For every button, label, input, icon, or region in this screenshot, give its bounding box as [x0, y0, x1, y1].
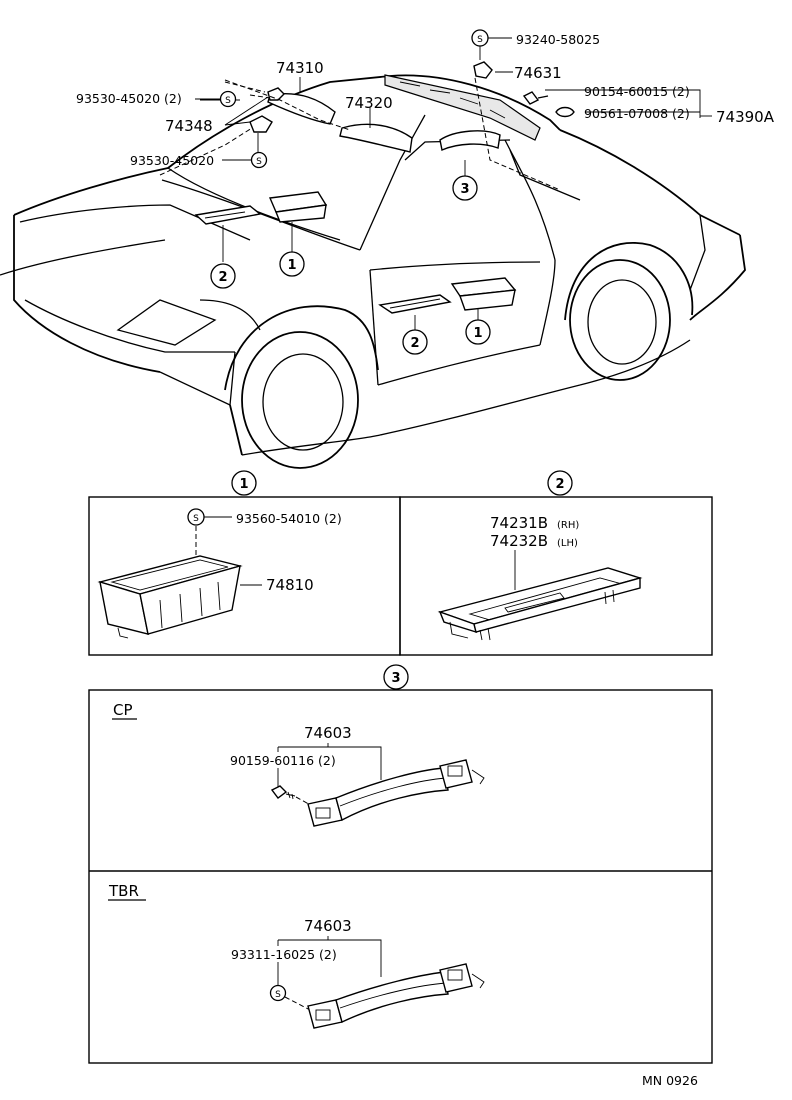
label-74320: 74320	[345, 94, 393, 112]
label-93311: 93311-16025 (2)	[231, 947, 337, 962]
label-rh: (RH)	[557, 520, 579, 531]
courtesy-lamp-part	[437, 567, 643, 641]
s-icon	[250, 151, 268, 169]
detail-section-3: 3 CP 74603 90159-60116 (2) TBR 74603	[88, 664, 713, 1064]
detail-section-1-2: 1 2 S 93560-54010 (2) 74810 74231B (RH) …	[88, 470, 713, 656]
label-74631: 74631	[514, 64, 562, 82]
label-90159: 90159-60116 (2)	[230, 753, 336, 768]
svg-text:1: 1	[287, 258, 296, 273]
top-labels: S 93240-58025 74631 74310 93530-45020 (2…	[76, 29, 775, 355]
svg-text:S: S	[193, 514, 199, 524]
svg-text:2: 2	[410, 336, 419, 351]
label-cp-74603: 74603	[304, 724, 352, 742]
label-74310: 74310	[276, 59, 324, 77]
cp-assist-grip	[307, 759, 485, 827]
tbr-assist-grip	[307, 963, 485, 1029]
callout-1-heading	[231, 470, 257, 496]
label-74232b: 74232B	[490, 532, 548, 550]
label-74231b: 74231B	[490, 514, 548, 532]
svg-text:S: S	[477, 35, 483, 45]
footer-code: MN 0926	[642, 1073, 698, 1088]
svg-text:2: 2	[218, 270, 227, 285]
cp-screw	[270, 785, 296, 800]
s-icon	[219, 90, 237, 108]
label-93240: 93240-58025	[516, 32, 600, 47]
label-tbr-74603: 74603	[304, 917, 352, 935]
svg-text:1: 1	[473, 326, 482, 341]
svg-text:1: 1	[239, 477, 248, 492]
svg-text:2: 2	[555, 477, 564, 492]
label-90154: 90154-60015 (2)	[584, 84, 690, 99]
detail-box-2	[399, 496, 713, 656]
label-93530-b: 93530-45020	[130, 153, 214, 168]
svg-text:3: 3	[460, 182, 469, 197]
heading-tbr: TBR	[108, 882, 139, 900]
label-74390a: 74390A	[716, 108, 775, 126]
label-lh: (LH)	[557, 538, 578, 549]
svg-text:S: S	[275, 990, 281, 1000]
svg-text:S: S	[225, 96, 231, 106]
callout-2-heading	[547, 470, 573, 496]
label-74348: 74348	[165, 117, 213, 135]
callout-2	[210, 263, 236, 289]
ashtray-part	[97, 555, 243, 639]
callout-3-heading	[383, 664, 409, 690]
s-icon	[269, 984, 287, 1002]
label-74810: 74810	[266, 576, 314, 594]
callout-3	[452, 175, 478, 201]
callout-1	[465, 319, 491, 345]
heading-cp: CP	[113, 701, 133, 719]
label-93530-a: 93530-45020 (2)	[76, 91, 182, 106]
label-93560: 93560-54010 (2)	[236, 511, 342, 526]
car-illustration	[0, 61, 746, 469]
callout-2	[402, 329, 428, 355]
svg-text:S: S	[256, 157, 262, 167]
svg-text:3: 3	[391, 671, 400, 686]
detail-box-3	[88, 689, 713, 1064]
callout-1	[279, 251, 305, 277]
label-90561: 90561-07008 (2)	[584, 106, 690, 121]
